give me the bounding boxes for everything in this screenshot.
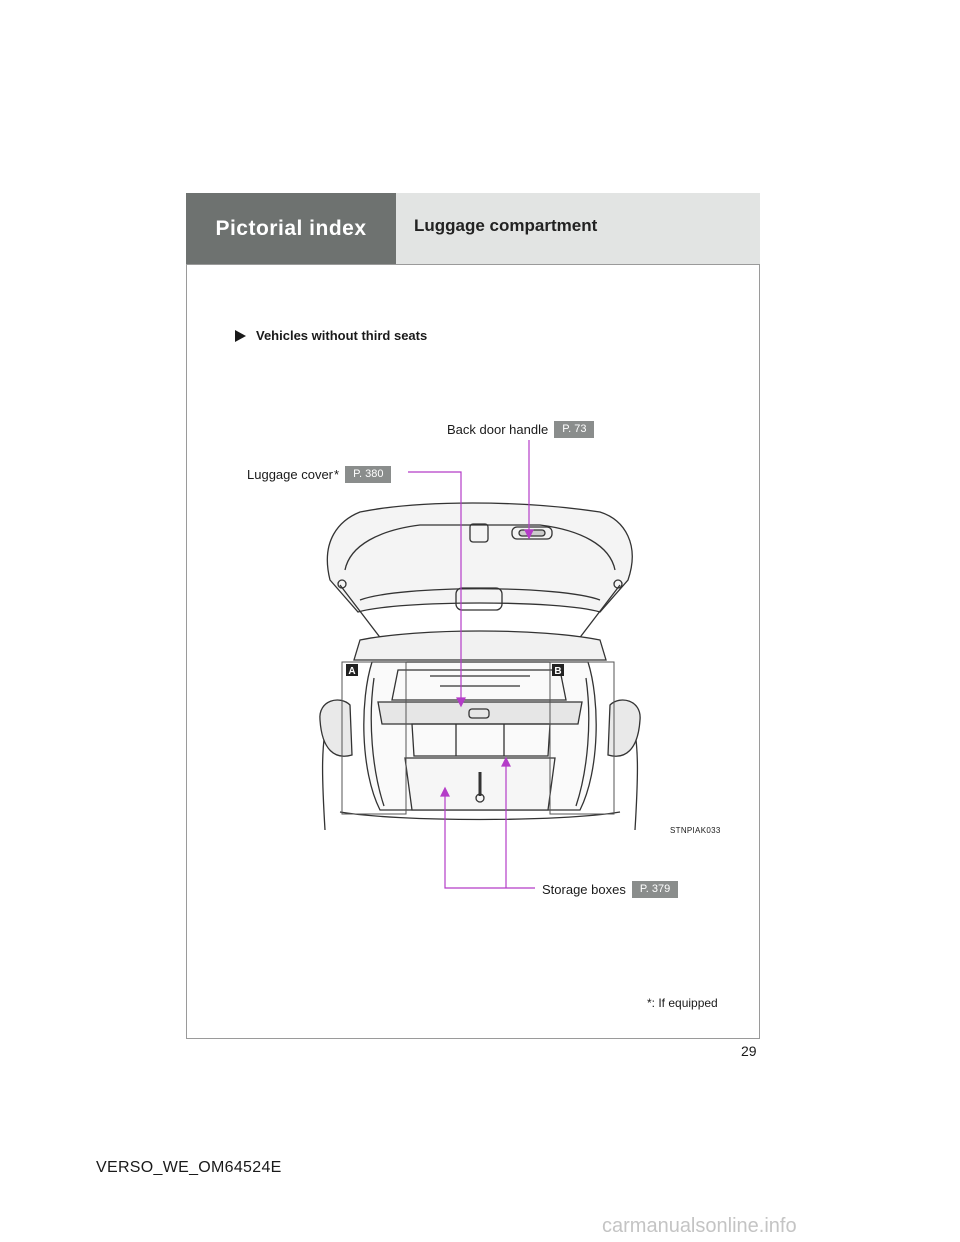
asterisk-icon: * xyxy=(334,467,340,482)
detail-marker-a: A xyxy=(348,666,355,677)
section-tab: Pictorial index xyxy=(186,193,396,264)
callout-back-door-handle: Back door handle P. 73 xyxy=(447,421,595,438)
page-header: Pictorial index Luggage compartment xyxy=(186,193,760,265)
detail-marker-b: B xyxy=(554,666,561,677)
footnote: *: If equipped xyxy=(647,996,718,1010)
luggage-compartment-illustration: A B xyxy=(319,440,641,889)
subheading-text: Vehicles without third seats xyxy=(256,328,428,343)
section-title: Pictorial index xyxy=(215,216,367,240)
page-ref-link[interactable]: P. 379 xyxy=(631,881,679,898)
callout-storage-boxes: Storage boxes P. 379 xyxy=(542,881,679,898)
page-ref-link[interactable]: P. 73 xyxy=(554,421,595,438)
page-title: Luggage compartment xyxy=(414,215,598,235)
asterisk-icon: * xyxy=(647,996,652,1010)
page-ref-link[interactable]: P. 380 xyxy=(345,466,392,483)
callout-label: Luggage cover xyxy=(247,467,334,482)
triangle-bullet-icon xyxy=(235,329,246,342)
document-code: VERSO_WE_OM64524E xyxy=(96,1159,282,1176)
image-code: STNPIAK033 xyxy=(670,826,721,835)
page-number: 29 xyxy=(741,1043,757,1059)
footnote-text: : If equipped xyxy=(651,996,718,1010)
watermark: carmanualsonline.info xyxy=(602,1215,797,1237)
callout-label: Storage boxes xyxy=(542,882,626,897)
title-bar: Luggage compartment xyxy=(396,193,760,264)
subheading: Vehicles without third seats xyxy=(235,328,427,343)
callout-label: Back door handle xyxy=(447,422,549,437)
callout-luggage-cover: Luggage cover * P. 380 xyxy=(247,466,392,483)
